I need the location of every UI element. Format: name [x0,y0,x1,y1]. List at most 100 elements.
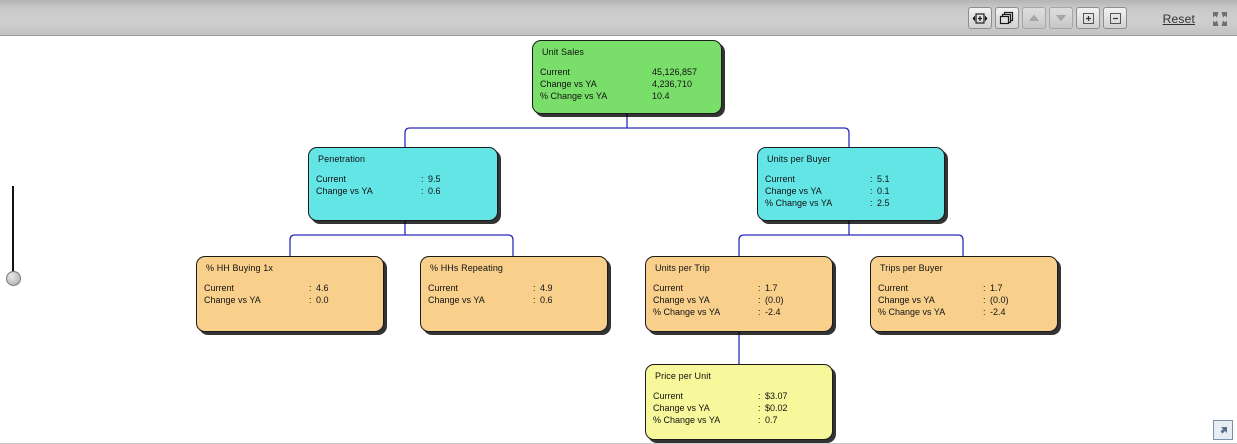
metric-row: % Change vs YA:-2.4 [653,306,832,318]
zoom-in-button[interactable] [1076,7,1100,29]
tree-node-title: % HH Buying 1x [206,263,273,273]
metric-label: Change vs YA [878,295,935,305]
metric-separator: : [870,186,873,196]
metric-separator [645,78,652,90]
metric-separator: : [421,186,424,196]
metric-separator: : [983,307,986,317]
metric-label: % Change vs YA [765,198,833,208]
connector-penetration-bus [289,234,514,256]
metric-label: Current [878,283,909,293]
zoom-slider-handle[interactable] [6,271,21,286]
metric-separator: : [758,295,761,305]
metric-value: 45,126,857 [652,67,698,77]
metric-label: Current [428,283,459,293]
resize-handle[interactable] [1213,420,1233,440]
scroll-up-button[interactable] [1022,7,1046,29]
metric-value: 4.6 [316,283,329,293]
metric-value: -2.4 [765,307,781,317]
metric-separator: : [309,295,312,305]
metric-separator: : [870,174,873,184]
metric-label: Change vs YA [653,403,710,413]
zoom-out-button[interactable] [1103,7,1127,29]
tree-node-title: Units per Trip [655,263,710,273]
metric-value: 4.9 [540,283,553,293]
expand-arrows-icon[interactable] [1211,10,1229,28]
minus-square-icon [1109,12,1121,24]
metric-value: 10.4 [652,91,670,101]
metric-row: Current:1.7 [878,282,1057,294]
duplicate-button[interactable] [995,7,1019,29]
metric-separator: : [533,295,536,305]
metric-label: % Change vs YA [878,307,946,317]
metric-separator: : [983,283,986,293]
metric-row: Change vs YA:0.6 [316,185,497,197]
metric-value: 1.7 [765,283,778,293]
metric-label: % Change vs YA [653,415,721,425]
metric-row: Change vs YA:0.0 [204,294,383,306]
tree-node-title: Penetration [318,154,366,164]
metric-value: 1.7 [990,283,1003,293]
metric-row: % Change vs YA: -2.4 [878,306,1057,318]
metric-value: 9.5 [428,174,441,184]
zoom-slider[interactable] [4,186,22,290]
metric-value: 4,236,710 [652,79,693,89]
fit-width-button[interactable] [968,7,992,29]
metric-label: Current [204,283,235,293]
metric-value: -2.4 [990,307,1006,317]
metric-separator: : [758,283,761,293]
metric-separator: : [870,198,873,208]
metric-row: Current:9.5 [316,173,497,185]
metric-value: 0.1 [877,186,890,196]
triangle-down-icon [1056,15,1066,22]
metric-value: (0.0) [765,295,784,305]
metric-separator: : [758,415,761,425]
metric-row: Current:4.9 [428,282,607,294]
metric-row: Change vs YA:0.6 [428,294,607,306]
plus-square-icon [1082,12,1094,24]
resize-arrow-icon [1220,426,1227,433]
metric-value: 0.6 [428,186,441,196]
tree-node-title: Units per Buyer [767,154,831,164]
metric-value: $3.07 [765,391,788,401]
metric-label: Change vs YA [428,295,485,305]
metric-separator: : [758,307,761,317]
metric-separator: : [758,403,761,413]
metric-value: 5.1 [877,174,890,184]
duplicate-icon [999,11,1014,25]
metric-separator: : [421,174,424,184]
metric-label: Change vs YA [765,186,822,196]
metric-row: % Change vs YA:2.5 [765,197,944,209]
metric-separator: : [309,283,312,293]
metric-value: 0.6 [540,295,553,305]
metric-label: Change vs YA [653,295,710,305]
metric-separator: : [983,295,986,305]
metric-label: Change vs YA [204,295,261,305]
connector-units-per-buyer-bus [738,234,964,256]
metric-value: 0.0 [316,295,329,305]
reset-link[interactable]: Reset [1162,12,1195,26]
metric-separator [645,90,652,102]
metric-separator: : [533,283,536,293]
metric-row: Current:5.1 [765,173,944,185]
scroll-down-button[interactable] [1049,7,1073,29]
metric-label: Change vs YA [540,79,597,89]
metric-row: Current:1.7 [653,282,832,294]
metric-row: Change vs YA: (0.0) [653,294,832,306]
